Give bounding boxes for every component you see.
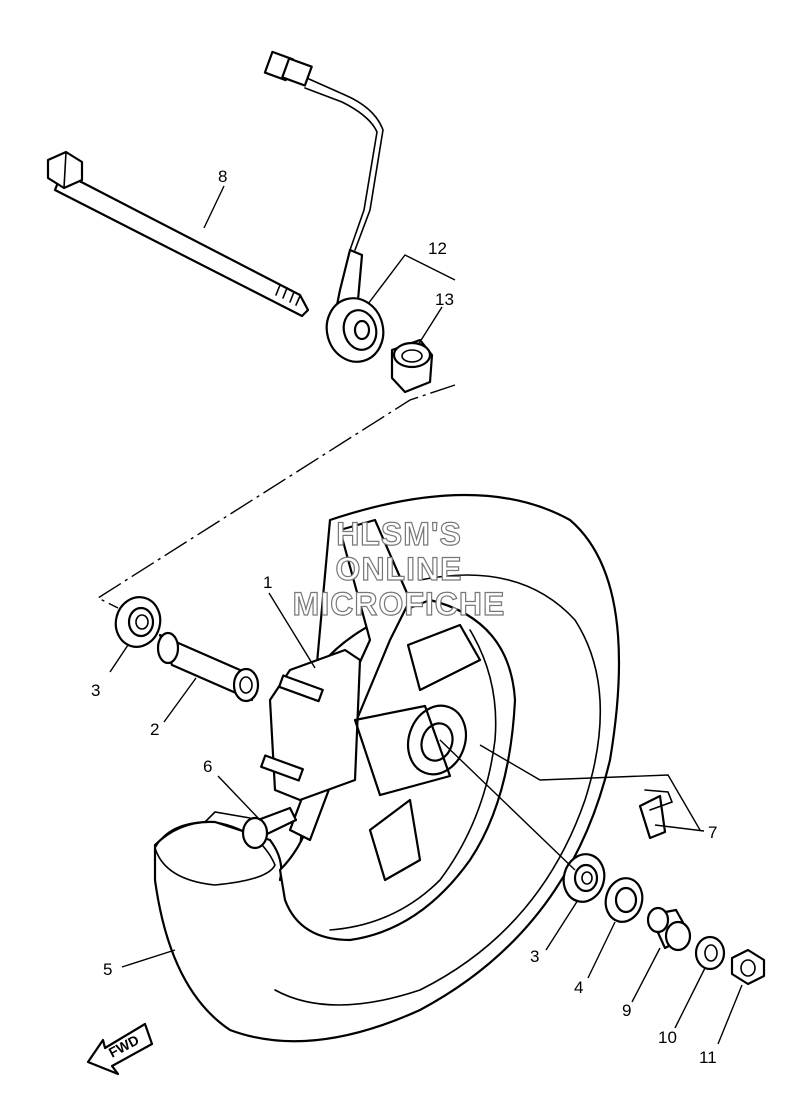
washer-10 xyxy=(694,935,726,971)
oil-seal xyxy=(604,877,644,923)
callout-9: 9 xyxy=(622,1001,631,1020)
speedometer-drive xyxy=(390,338,434,394)
front-axle xyxy=(46,150,310,318)
watermark-line-1: HLSM'S xyxy=(336,516,462,552)
callout-3-left: 3 xyxy=(91,681,100,700)
callout-4: 4 xyxy=(574,978,583,997)
callout-6: 6 xyxy=(203,757,212,776)
assembly-centerline xyxy=(96,384,456,609)
speedometer-gear-unit xyxy=(325,297,385,363)
callout-7: 7 xyxy=(708,823,717,842)
spacer-collar xyxy=(156,631,260,703)
callout-11: 11 xyxy=(699,1048,717,1067)
callout-10: 10 xyxy=(658,1028,677,1047)
callout-13: 13 xyxy=(435,290,454,309)
callout-12: 12 xyxy=(428,239,447,258)
callout-labels: 8 12 13 1 3 2 6 7 5 3 4 9 10 11 xyxy=(91,167,717,1067)
watermark-line-2: ONLINE xyxy=(336,551,463,587)
leader-lines xyxy=(109,185,743,1045)
callout-3-right: 3 xyxy=(530,947,539,966)
callout-5: 5 xyxy=(103,960,112,979)
fwd-direction-marker: FWD xyxy=(86,1022,154,1076)
valve xyxy=(241,806,298,850)
bearing-left xyxy=(114,596,162,648)
watermark: HLSM'S ONLINE MICROFICHE xyxy=(292,515,506,622)
callout-1: 1 xyxy=(263,573,272,592)
drive-key-7 xyxy=(638,789,674,840)
nut-11 xyxy=(730,948,766,986)
bearing-right xyxy=(562,853,606,903)
watermark-line-3: MICROFICHE xyxy=(293,586,506,622)
callout-2: 2 xyxy=(150,720,159,739)
wheel-rim xyxy=(260,518,517,942)
collar-9 xyxy=(646,906,692,952)
callout-8: 8 xyxy=(218,167,227,186)
